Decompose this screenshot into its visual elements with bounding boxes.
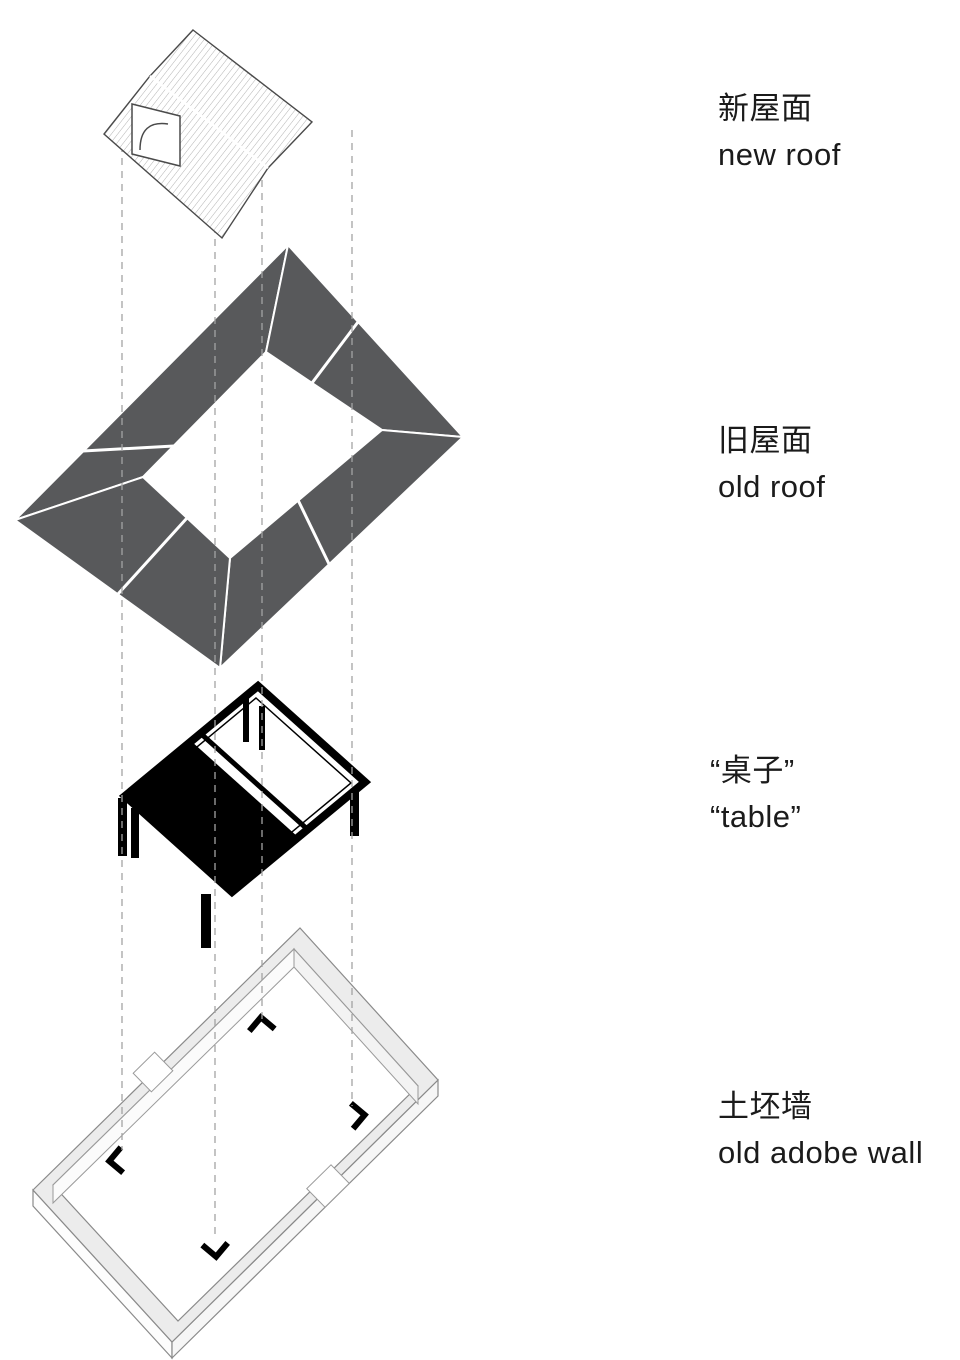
wall-inner-face-ne bbox=[293, 947, 419, 1106]
label-adobe-wall-zh: 土坯墙 bbox=[718, 1089, 813, 1124]
label-adobe-wall: 土坯墙 old adobe wall bbox=[718, 1084, 923, 1176]
old-roof-seam bbox=[116, 516, 189, 596]
table-beam bbox=[197, 730, 308, 830]
old-roof-seam bbox=[296, 499, 331, 565]
label-table: “桌子” “table” bbox=[710, 748, 801, 840]
label-new-roof-zh: 新屋面 bbox=[718, 91, 813, 126]
label-adobe-wall-en: old adobe wall bbox=[718, 1135, 924, 1170]
old-roof-panel-ne bbox=[264, 242, 466, 439]
wall-inner-face-nw bbox=[52, 947, 295, 1205]
label-old-roof: 旧屋面 old roof bbox=[718, 418, 825, 510]
new-roof-ridge bbox=[149, 75, 269, 169]
wall-outer-face-se bbox=[171, 1078, 439, 1360]
table-leg bbox=[131, 808, 139, 858]
wall-outer-face-sw bbox=[32, 1188, 173, 1360]
table-leg bbox=[201, 894, 211, 948]
label-table-en: “table” bbox=[710, 799, 802, 834]
old-roof-panel-nw bbox=[14, 241, 290, 521]
column-mark bbox=[348, 1101, 369, 1131]
table-drawing bbox=[118, 680, 372, 948]
label-table-zh: “桌子” bbox=[710, 753, 795, 788]
old-roof-seam bbox=[310, 321, 360, 384]
column-mark bbox=[200, 1240, 230, 1261]
label-new-roof: 新屋面 new roof bbox=[718, 86, 841, 178]
column-mark bbox=[105, 1145, 126, 1175]
dormer-arc bbox=[139, 122, 169, 151]
column-mark bbox=[247, 1013, 277, 1034]
wall-top-ring bbox=[32, 927, 439, 1343]
table-slab bbox=[125, 741, 298, 892]
old-roof-seam bbox=[82, 444, 175, 453]
wall-opening bbox=[132, 1051, 174, 1093]
old-roof-panel-se bbox=[218, 428, 466, 671]
old-roof-drawing bbox=[12, 241, 466, 671]
new-roof-drawing bbox=[103, 29, 314, 240]
table-post bbox=[243, 698, 249, 742]
wall-opening bbox=[306, 1164, 350, 1208]
label-old-roof-zh: 旧屋面 bbox=[718, 423, 813, 458]
old-roof-panel-sw bbox=[12, 475, 232, 670]
label-old-roof-en: old roof bbox=[718, 469, 826, 504]
adobe-wall-drawing bbox=[32, 927, 439, 1360]
projection-guides bbox=[121, 96, 353, 1234]
table-leg bbox=[350, 784, 359, 836]
label-new-roof-en: new roof bbox=[718, 137, 841, 172]
dormer bbox=[131, 103, 181, 167]
